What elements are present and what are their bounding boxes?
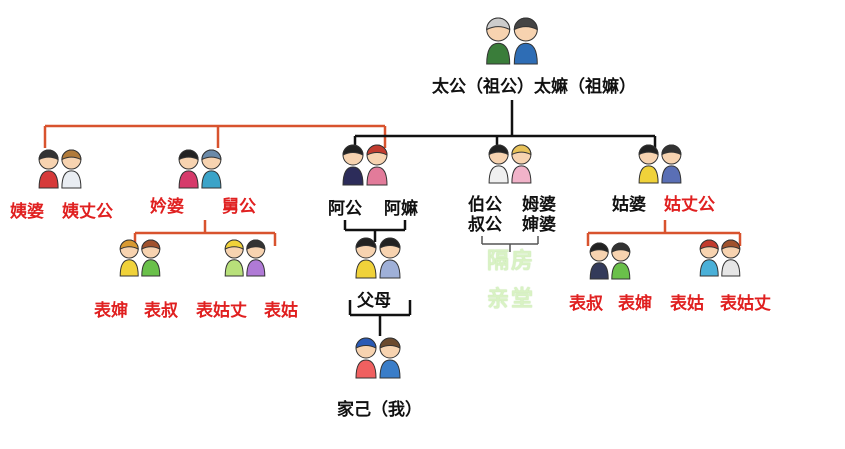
couple-icon bbox=[38, 149, 82, 189]
gupo-label: 姑婆 bbox=[612, 195, 646, 215]
person-figure bbox=[355, 337, 377, 379]
great-grandparents-label: 太公（祖公）太嫲（祖嫲） bbox=[432, 77, 636, 97]
person-figure bbox=[355, 237, 377, 279]
agong-label: 阿公 bbox=[328, 199, 362, 219]
person-figure bbox=[38, 149, 59, 189]
shugong-label: 叔公 bbox=[468, 215, 502, 235]
right-biaoguzhang-label: 表姑丈 bbox=[720, 294, 771, 314]
couple-icon bbox=[638, 144, 682, 184]
elderly-couple-icon bbox=[486, 17, 538, 65]
person-figure bbox=[201, 149, 222, 189]
person-figure bbox=[379, 337, 401, 379]
couple-icon bbox=[342, 144, 388, 186]
main-lineage-lines bbox=[343, 100, 657, 336]
couple-icon bbox=[488, 144, 532, 184]
couple-icon bbox=[178, 149, 222, 189]
left-biaogu-label: 表姑 bbox=[264, 301, 298, 321]
person-figure bbox=[246, 239, 266, 277]
children-icon bbox=[119, 239, 161, 277]
ghost-text-bottom: 亲堂 bbox=[487, 287, 536, 312]
right-biaoshu-label: 表叔 bbox=[569, 294, 603, 314]
person-figure bbox=[661, 144, 682, 184]
left-biaoguzhang-label: 表姑丈 bbox=[196, 301, 247, 321]
person-figure bbox=[119, 239, 139, 277]
children-icon bbox=[224, 239, 266, 277]
mupo-label: 姆婆 bbox=[522, 195, 556, 215]
figures bbox=[38, 17, 741, 379]
person-figure bbox=[699, 239, 719, 277]
ama-label: 阿嫲 bbox=[384, 199, 418, 219]
yipo-label: 姨婆 bbox=[10, 202, 44, 222]
person-figure bbox=[61, 149, 82, 189]
person-figure bbox=[638, 144, 659, 184]
ghost-text-top: 隔房 bbox=[487, 249, 536, 274]
maternal-branch-lines bbox=[43, 124, 742, 246]
right-biaoshen-label: 表婶 bbox=[618, 294, 652, 314]
person-figure bbox=[721, 239, 741, 277]
person-figure bbox=[513, 17, 538, 65]
person-figure bbox=[488, 144, 509, 184]
left-biaoshen-label: 表婶 bbox=[94, 301, 128, 321]
jiugong-label: 舅公 bbox=[222, 197, 256, 217]
right-biaogu-label: 表姑 bbox=[670, 294, 704, 314]
sibling-bracket bbox=[481, 236, 539, 252]
bogong-label: 伯公 bbox=[468, 195, 502, 215]
children-icon bbox=[589, 242, 631, 280]
person-figure bbox=[141, 239, 161, 277]
person-figure bbox=[342, 144, 364, 186]
person-figure bbox=[366, 144, 388, 186]
shenpo-label: 婶婆 bbox=[522, 215, 556, 235]
left-biaoshu-label: 表叔 bbox=[144, 301, 178, 321]
guzhanggong-label: 姑丈公 bbox=[664, 195, 715, 215]
person-figure bbox=[511, 144, 532, 184]
person-figure bbox=[178, 149, 199, 189]
person-figure bbox=[611, 242, 631, 280]
couple-icon bbox=[355, 237, 401, 279]
children-icon bbox=[699, 239, 741, 277]
parents-label: 父母 bbox=[357, 291, 391, 311]
person-figure bbox=[589, 242, 609, 280]
person-figure bbox=[224, 239, 244, 277]
self-label: 家己（我） bbox=[337, 400, 422, 420]
children-icon bbox=[355, 337, 401, 379]
qinpo-label: 妗婆 bbox=[150, 197, 184, 217]
person-figure bbox=[486, 17, 511, 65]
person-figure bbox=[379, 237, 401, 279]
yizhanggong-label: 姨丈公 bbox=[62, 202, 113, 222]
